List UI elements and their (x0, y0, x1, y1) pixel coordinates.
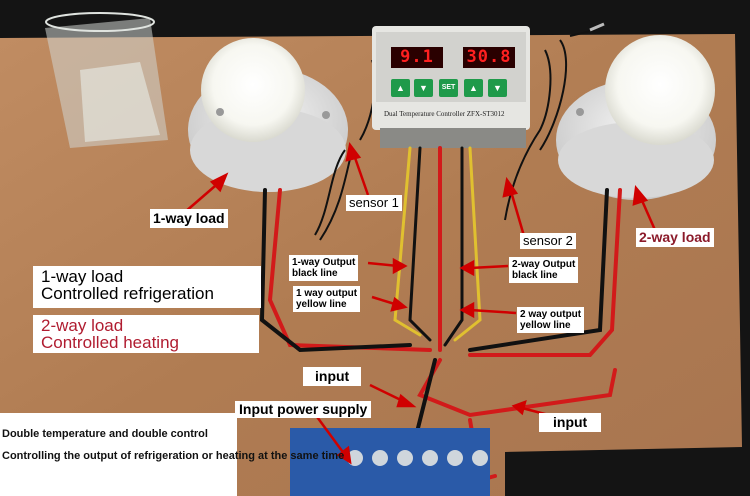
left-temperature-display: 9.1 (391, 47, 443, 68)
down-button-right: ▼ (488, 79, 507, 97)
right-temperature-display: 30.8 (463, 47, 515, 68)
label-1way-output-yellow: 1 way output yellow line (293, 286, 361, 312)
label-2way-load: 2-way load (636, 228, 714, 248)
refrigeration-box: 1-way load Controlled refrigeration (33, 266, 261, 308)
heating-box: 2-way load Controlled heating (33, 315, 259, 353)
right-lamp (556, 35, 716, 200)
heating-line-2: Controlled heating (41, 333, 179, 352)
label-2way-output-yellow: 2 way output yellow line (517, 307, 585, 333)
caption-box: Double temperature and double control Co… (0, 413, 344, 496)
annotation-arrows (184, 142, 657, 465)
left-lamp (188, 38, 348, 192)
refrigeration-line-1: 1-way load (41, 267, 124, 286)
wires (259, 146, 622, 483)
heating-line-1: 2-way load (41, 316, 124, 335)
label-2way-output-black: 2-way Output black line (509, 257, 579, 283)
water-glass (45, 12, 168, 148)
label-1way-output-black: 1-way Output black line (289, 255, 359, 281)
up-button-right: ▲ (464, 79, 483, 97)
label-sensor-2: sensor 2 (520, 233, 576, 250)
up-button-left: ▲ (391, 79, 410, 97)
caption-line-1: Double temperature and double control (2, 428, 208, 440)
caption-line-2: Controlling the output of refrigeration … (2, 450, 345, 462)
wooden-board (0, 34, 742, 496)
set-button: SET (439, 79, 458, 97)
label-input-right: input (539, 413, 602, 433)
label-input-top: input (303, 367, 362, 387)
controller-model-label: Dual Temperature Controller ZFX-ST3012 (384, 110, 505, 118)
label-input-power-supply: Input power supply (235, 401, 372, 419)
down-button-left: ▼ (414, 79, 433, 97)
terminal-block (290, 428, 490, 496)
label-sensor-1: sensor 1 (346, 195, 402, 212)
label-1way-load: 1-way load (150, 209, 228, 229)
refrigeration-line-2: Controlled refrigeration (41, 284, 214, 303)
